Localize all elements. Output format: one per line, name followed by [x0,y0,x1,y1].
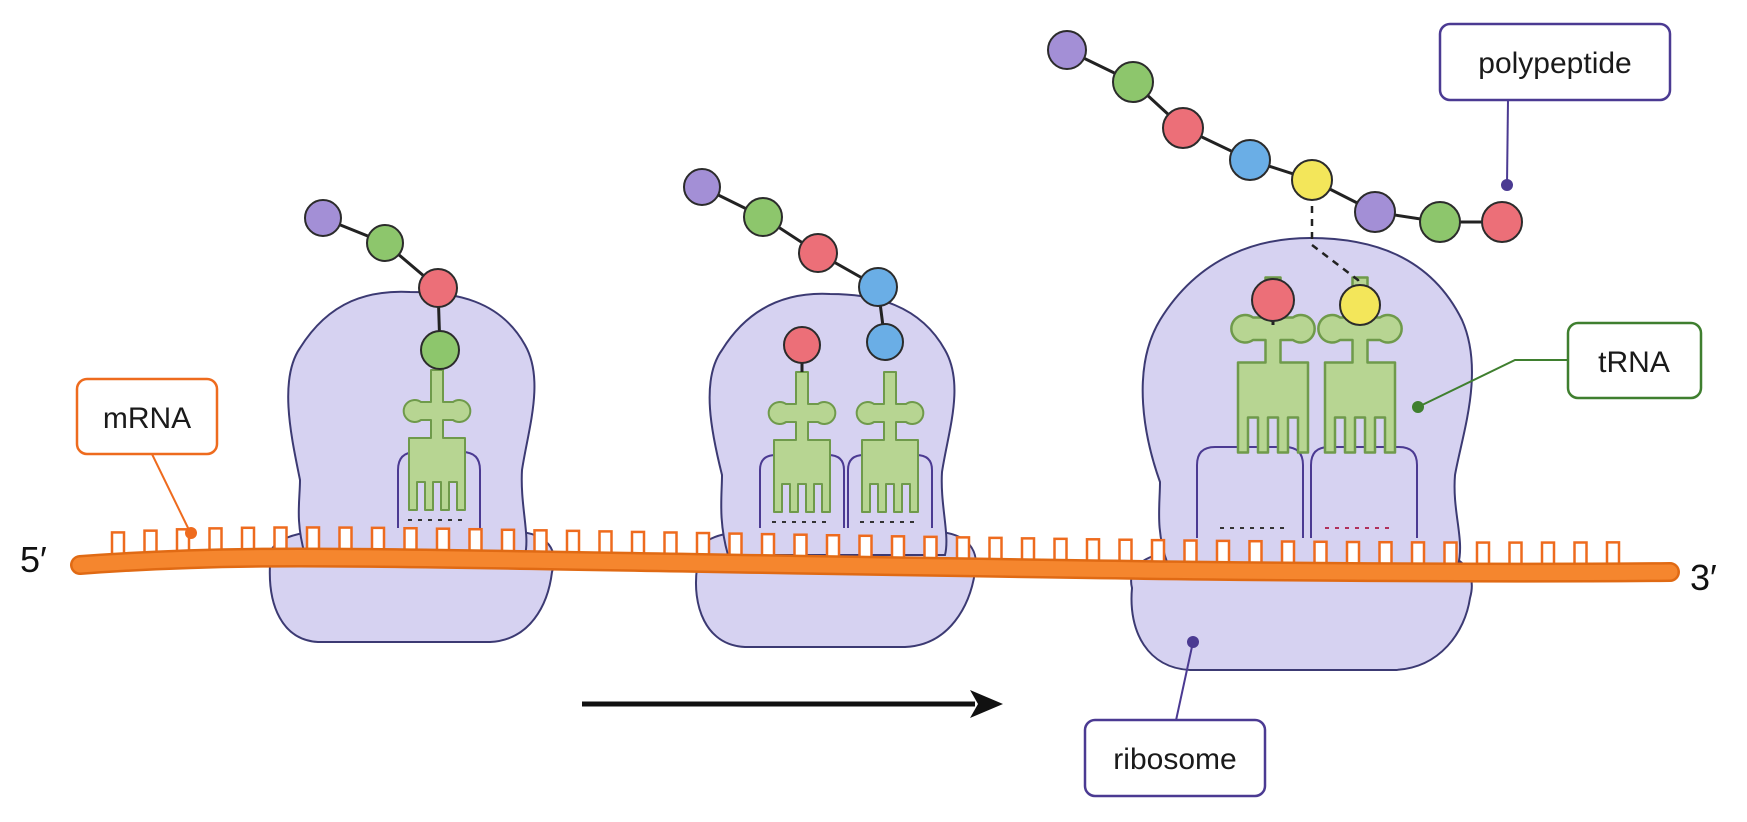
polypeptide-chain-3 [1047,30,1523,326]
amino-acid [858,267,898,307]
polypeptide-label: polypeptide [1478,47,1631,80]
amino-acid [304,199,342,237]
amino-acid [866,323,904,361]
polypeptide-callout: polypeptide [1438,22,1672,191]
direction-arrow [582,690,1003,718]
polypeptide-chain-1 [304,199,460,370]
amino-acid [683,168,721,206]
amino-acid [1251,278,1295,322]
amino-acid [1229,139,1271,181]
amino-acid [1419,201,1461,243]
mrna-label: mRNA [103,402,191,435]
amino-acid [1481,201,1523,243]
trna-label: tRNA [1598,346,1670,379]
amino-acid [1047,30,1087,70]
anticodon-pairing [408,519,1395,529]
amino-acid [1339,284,1381,326]
amino-acid [366,224,404,262]
amino-acid [418,268,458,308]
ribosome-2-large-subunit [708,292,956,556]
amino-acid [1354,191,1396,233]
ribosome-2 [694,292,977,648]
five-prime-label: 5′ [20,539,47,580]
amino-acid [1162,107,1204,149]
amino-acid [783,326,821,364]
mrna-callout: mRNA [75,377,219,539]
amino-acid [420,330,460,370]
ribosome-callout: ribosome [1083,636,1267,798]
mrna-strand [70,526,1680,583]
amino-acid [1112,61,1154,103]
ribosome-label: ribosome [1113,743,1236,776]
amino-acid [1291,159,1333,201]
ribosome-1-large-subunit [287,290,536,556]
amino-acid [743,197,783,237]
amino-acid [798,233,838,273]
trna-callout: tRNA [1412,321,1703,413]
polypeptide-chain-2 [683,168,904,372]
three-prime-label: 3′ [1690,557,1717,598]
